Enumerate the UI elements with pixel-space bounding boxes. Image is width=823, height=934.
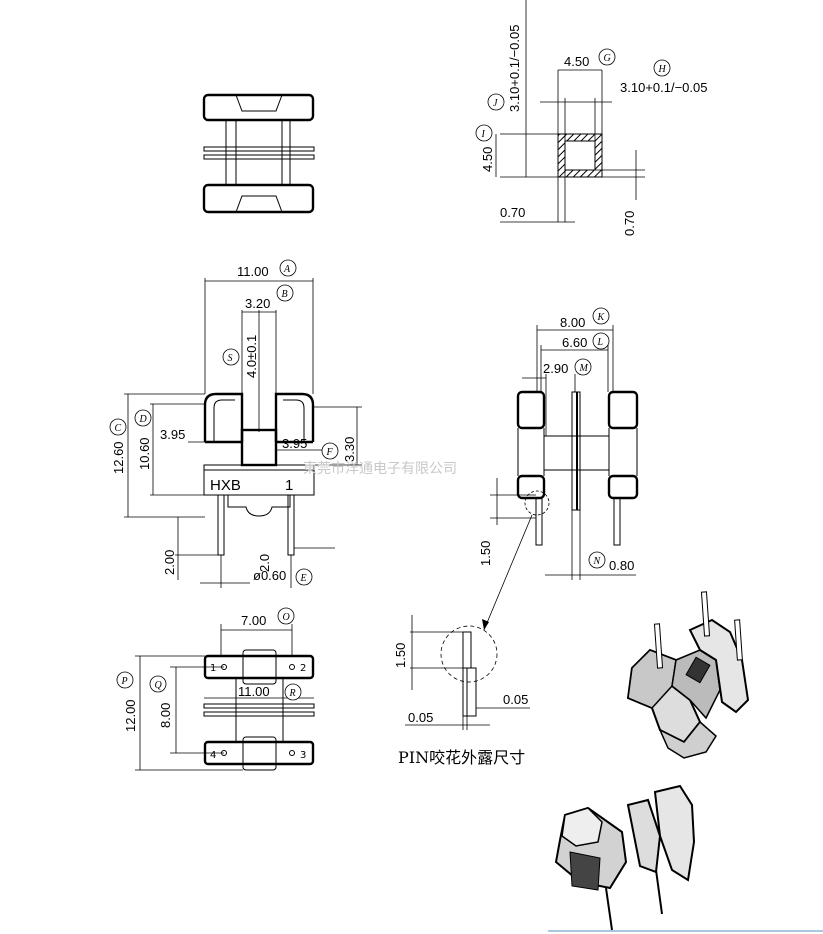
pin-number-2: 2 — [300, 663, 306, 674]
dim-J-value: 3.10+0.1/−0.05 — [507, 25, 522, 112]
dim-A-marker — [279, 259, 297, 277]
dim-Q-value: 8.00 — [158, 703, 173, 728]
dim-G-value: 4.50 — [564, 54, 589, 69]
pin-number-3: 3 — [300, 750, 306, 761]
dim-M-value: 2.90 — [543, 361, 568, 376]
dim-D-value: 10.60 — [137, 437, 152, 470]
side-view — [516, 390, 639, 546]
dim-H-marker — [653, 59, 671, 77]
dim-G-marker — [598, 48, 616, 66]
dim-B-marker — [276, 284, 294, 302]
dim-P-marker — [116, 671, 134, 689]
core-section-view — [495, 0, 645, 223]
dim-L-letter: L — [597, 337, 604, 348]
dim-O-letter: O — [283, 612, 290, 623]
dim-E-marker — [295, 568, 313, 586]
dim-pin-pitch: 2.0 — [257, 554, 272, 572]
dim-left-395: 3.95 — [160, 427, 185, 442]
dim-E-value: ø0.60 — [253, 568, 286, 583]
dim-B-value: 3.20 — [245, 296, 270, 311]
dim-right-395: 3.95 — [282, 436, 307, 451]
dim-F-value: 3.30 — [342, 437, 357, 462]
dim-Q-marker — [149, 675, 167, 693]
dim-O-marker — [277, 607, 295, 625]
dim-N-marker — [588, 551, 606, 569]
dim-K-value: 8.00 — [560, 315, 585, 330]
dim-detail-005-right: 0.05 — [503, 692, 528, 707]
dim-E-letter: E — [300, 573, 307, 584]
dim-A-value: 11.00 — [237, 264, 269, 279]
pin-one-label: 1 — [285, 477, 293, 494]
dim-R-letter: R — [289, 688, 296, 699]
dim-C-letter: C — [115, 423, 122, 434]
dim-L-marker — [592, 332, 610, 350]
dim-H-letter: H — [658, 64, 667, 75]
dim-F-letter: F — [326, 447, 334, 458]
dim-I-marker — [475, 124, 493, 142]
detail-leader — [483, 514, 533, 631]
detail-caption: PIN咬花外露尺寸 — [398, 748, 525, 767]
dim-R-marker — [284, 683, 302, 701]
dim-H-value: 3.10+0.1/−0.05 — [620, 80, 707, 95]
pin-detail-view — [405, 615, 530, 730]
dim-S-marker — [222, 348, 240, 366]
company-watermark: 東莞市洋通电子有限公司 — [303, 460, 457, 477]
dim-G-letter: G — [604, 53, 611, 64]
dim-M-marker — [574, 358, 592, 376]
bottom-view — [203, 649, 315, 771]
pin-number-1: 1 — [210, 663, 216, 674]
dim-F-marker — [321, 442, 339, 460]
front-dimension-lines — [124, 278, 362, 588]
dim-S-value: 4.0±0.1 — [244, 335, 259, 378]
dim-D-marker — [134, 409, 152, 427]
dim-R-value: 11.00 — [238, 684, 270, 699]
top-view — [202, 93, 315, 214]
dim-core-070-h: 0.70 — [500, 205, 525, 220]
dim-S-letter: S — [228, 353, 233, 364]
dim-B-letter: B — [282, 289, 288, 300]
dim-C-marker — [109, 418, 127, 436]
dim-C-value: 12.60 — [111, 441, 126, 474]
dim-P-letter: P — [121, 676, 128, 687]
dim-detail-150: 1.50 — [393, 643, 408, 668]
dim-D-letter: D — [139, 414, 148, 425]
dim-A-letter: A — [283, 264, 291, 275]
dim-P-value: 12.00 — [123, 699, 138, 732]
pin-number-4: 4 — [210, 750, 216, 761]
dim-detail-005-left: 0.05 — [408, 710, 433, 725]
dim-I-letter: I — [481, 129, 486, 140]
dim-K-letter: K — [597, 312, 606, 323]
dim-N-letter: N — [593, 556, 602, 567]
dim-K-marker — [592, 307, 610, 325]
dim-O-value: 7.00 — [241, 613, 266, 628]
brand-label: HXB — [210, 477, 241, 494]
dim-J-letter: J — [493, 98, 498, 109]
dim-M-letter: M — [579, 363, 589, 374]
dim-L-value: 6.60 — [562, 335, 587, 350]
dim-J-marker — [487, 93, 505, 111]
dim-I-value: 4.50 — [480, 147, 495, 172]
isometric-view-1 — [626, 591, 750, 759]
dim-Q-letter: Q — [155, 680, 163, 691]
dim-side-150: 1.50 — [478, 541, 493, 566]
side-dimension-lines — [490, 325, 636, 580]
isometric-view-2 — [548, 784, 823, 932]
front-view — [203, 310, 315, 556]
dim-core-070-v: 0.70 — [622, 211, 637, 236]
dim-N-value: 0.80 — [609, 558, 634, 573]
dim-pin-len: 2.00 — [162, 550, 177, 575]
